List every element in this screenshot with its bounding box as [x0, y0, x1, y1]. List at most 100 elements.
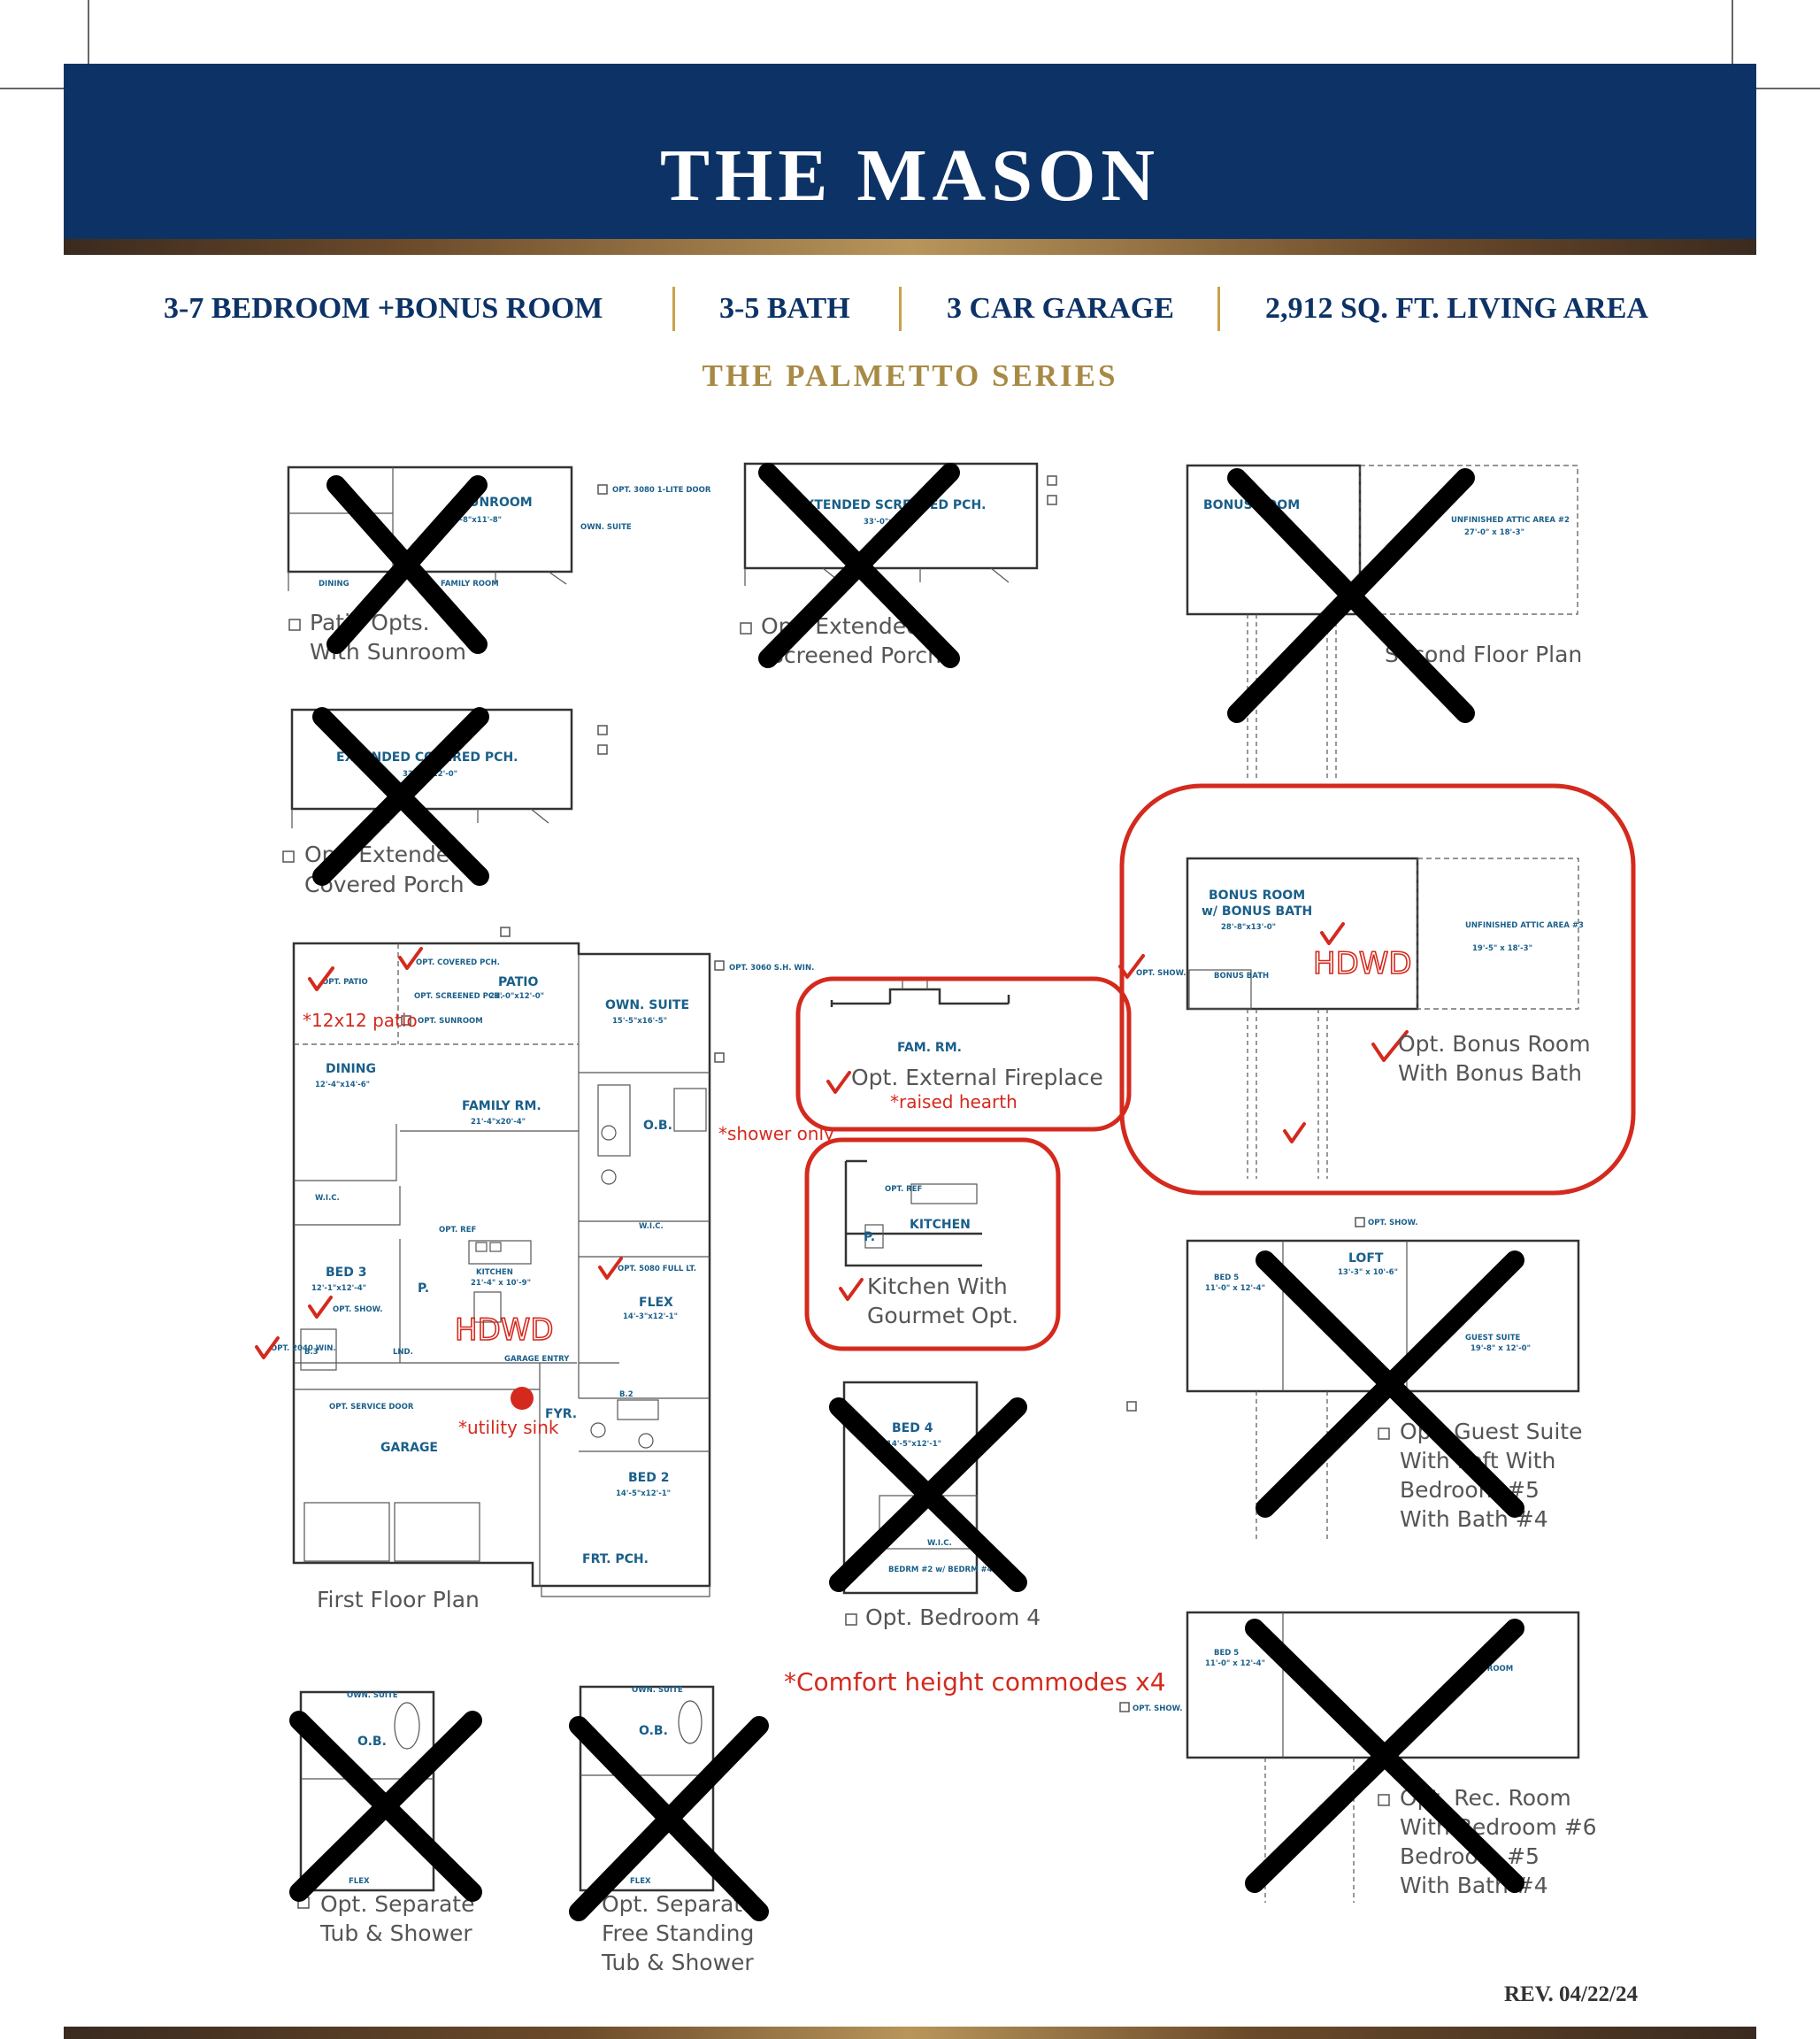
plan-label: OWN. SUITE: [580, 523, 632, 532]
room-label: 15'-5"x16'-5": [612, 1017, 667, 1026]
option-checkbox[interactable]: [288, 619, 301, 631]
option-caption: Screened Porch: [770, 642, 941, 668]
plan-label: 13'-3" x 10'-6": [1338, 1268, 1398, 1277]
option-checkbox[interactable]: [714, 960, 725, 971]
room-label: DINING: [326, 1062, 376, 1076]
crop-mark: [88, 0, 89, 71]
spec-baths: 3-5 BATH: [719, 292, 850, 325]
plan-label: BED 4: [892, 1421, 933, 1435]
option-checkbox[interactable]: [1126, 1401, 1137, 1412]
page-title: THE MASON: [659, 135, 1161, 217]
plan-label: FAM. RM.: [897, 1041, 962, 1055]
spec-bedrooms: 3-7 BEDROOM +BONUS ROOM: [164, 292, 603, 325]
plan-label: BONUS BATH: [1214, 972, 1269, 981]
option-rec-room: BED 5 11'-0" x 12'-4" REC. ROOM OPT. SHO…: [1119, 1611, 1597, 1903]
option-checkbox[interactable]: [597, 744, 608, 755]
room-label: 12'-4"x14'-6": [315, 1081, 370, 1089]
check-icon: [398, 947, 423, 970]
header-gold-stripe: [64, 239, 1756, 255]
option-checkbox[interactable]: [1047, 475, 1057, 486]
plan-label: OPT. SHOW.: [1136, 969, 1186, 978]
plan-label: 11'-0" x 12'-4": [1205, 1659, 1265, 1668]
plan-label: W.I.C.: [927, 1539, 952, 1548]
room-label: 12'-1"x12'-4": [311, 1284, 366, 1293]
room-label: FYR.: [545, 1407, 577, 1421]
spec-living-area: 2,912 SQ. FT. LIVING AREA: [1265, 292, 1648, 325]
plan-label: O.B.: [639, 1724, 668, 1738]
plan-label: O.B.: [357, 1735, 387, 1749]
option-caption: Opt. Bonus Room: [1398, 1031, 1591, 1057]
option-free-standing-tub: OWN. SUITE O.B. FLEX Opt. Separate Free …: [569, 1685, 769, 1975]
check-icon: [1283, 1122, 1306, 1143]
room-label: 21'-4"x20'-4": [471, 1118, 526, 1127]
plan-label: FLEX: [630, 1877, 651, 1886]
plan-label: BED 5: [1214, 1649, 1239, 1658]
footer-gold-stripe: [64, 2027, 1756, 2039]
plan-label: UNFINISHED ATTIC AREA #2: [1451, 516, 1570, 525]
option-checkbox[interactable]: [1355, 1217, 1365, 1227]
room-label: FRT. PCH.: [582, 1552, 649, 1566]
option-checkbox[interactable]: [1119, 1702, 1130, 1712]
room-label: B.3: [304, 1348, 319, 1357]
option-checkbox[interactable]: [740, 622, 752, 635]
option-patio-sunroom: SUNROOM 20'-8"x11'-8" OPT. 3080 1-LITE D…: [287, 466, 711, 665]
room-label: OPT. SUNROOM: [418, 1017, 483, 1026]
option-checkbox[interactable]: [500, 927, 511, 937]
plan-label: DINING: [319, 580, 349, 589]
plan-label: KITCHEN: [910, 1218, 971, 1232]
room-label: LND.: [393, 1348, 413, 1357]
plan-label: FLEX: [349, 1877, 370, 1886]
room-label: OPT. SCREENED PCH.: [414, 992, 503, 1001]
plan-label: OPT. SHOW.: [1133, 1704, 1183, 1713]
plan-label: 11'-0" x 12'-4": [1205, 1284, 1265, 1293]
room-label: W.I.C.: [639, 1222, 664, 1231]
plan-label: BONUS ROOM: [1209, 889, 1305, 903]
option-caption: With Bath #4: [1400, 1873, 1548, 1898]
option-checkbox[interactable]: [597, 725, 608, 735]
option-checkbox[interactable]: [1378, 1794, 1390, 1806]
room-label: OPT. COVERED PCH.: [416, 958, 500, 967]
check-icon: [598, 1257, 623, 1280]
room-label: GARAGE ENTRY: [504, 1355, 570, 1364]
spec-divider: [1217, 287, 1220, 331]
plan-label: 19'-8" x 12'-0": [1471, 1344, 1531, 1353]
first-floor-plan: PATIO 21'-0"x12'-0" OWN. SUITE 15'-5"x16…: [255, 927, 834, 1612]
plan-label: OPT. 3080 1-LITE DOOR: [612, 486, 711, 495]
option-checkbox[interactable]: [597, 484, 608, 495]
room-label: FAMILY RM.: [462, 1099, 541, 1113]
annotation-note: *raised hearth: [890, 1091, 1018, 1112]
plan-label: OWN. SUITE: [347, 1691, 398, 1700]
plan-label: BEDRM #2 w/ BEDRM #4 OPT.: [888, 1566, 1014, 1574]
option-fireplace: FAM. RM. Opt. External Fireplace *raised…: [795, 976, 1132, 1132]
room-label: OPT. SHOW.: [333, 1305, 383, 1314]
plan-label: OWN. SUITE: [632, 1686, 683, 1695]
annotation-note: *shower only: [718, 1123, 834, 1144]
series-name: THE PALMETTO SERIES: [702, 358, 1118, 393]
annotation-note: *utility sink: [458, 1417, 559, 1438]
plan-label: 19'-5" x 18'-3": [1472, 944, 1532, 953]
option-checkbox[interactable]: [282, 850, 295, 863]
crop-mark: [0, 88, 71, 89]
check-icon: [308, 1296, 333, 1319]
selected-option-outline: [1119, 783, 1636, 1196]
plan-label: REC. ROOM: [1465, 1665, 1513, 1674]
option-checkbox[interactable]: [1047, 495, 1057, 505]
room-label: PATIO: [498, 975, 538, 989]
option-checkbox[interactable]: [845, 1613, 857, 1626]
option-checkbox[interactable]: [401, 1015, 411, 1026]
option-caption: Gourmet Opt.: [867, 1303, 1018, 1328]
x-mark: [1256, 1250, 1524, 1518]
room-label: OPT. 3060 S.H. WIN.: [729, 964, 814, 973]
option-checkbox[interactable]: [1378, 1427, 1390, 1440]
option-caption: With Bedroom #6: [1400, 1814, 1597, 1840]
crop-mark: [1749, 88, 1820, 89]
option-caption: Tub & Shower: [601, 1950, 754, 1975]
option-separate-tub: OWN. SUITE O.B. FLEX Opt. Separate Tub &…: [289, 1690, 482, 1946]
x-mark: [312, 707, 489, 886]
room-label: 14'-3"x12'-1": [623, 1312, 678, 1321]
x-mark: [289, 1711, 482, 1902]
utility-sink-marker: [511, 1387, 534, 1410]
option-checkbox[interactable]: [714, 1052, 725, 1063]
room-label: O.B.: [643, 1119, 672, 1133]
